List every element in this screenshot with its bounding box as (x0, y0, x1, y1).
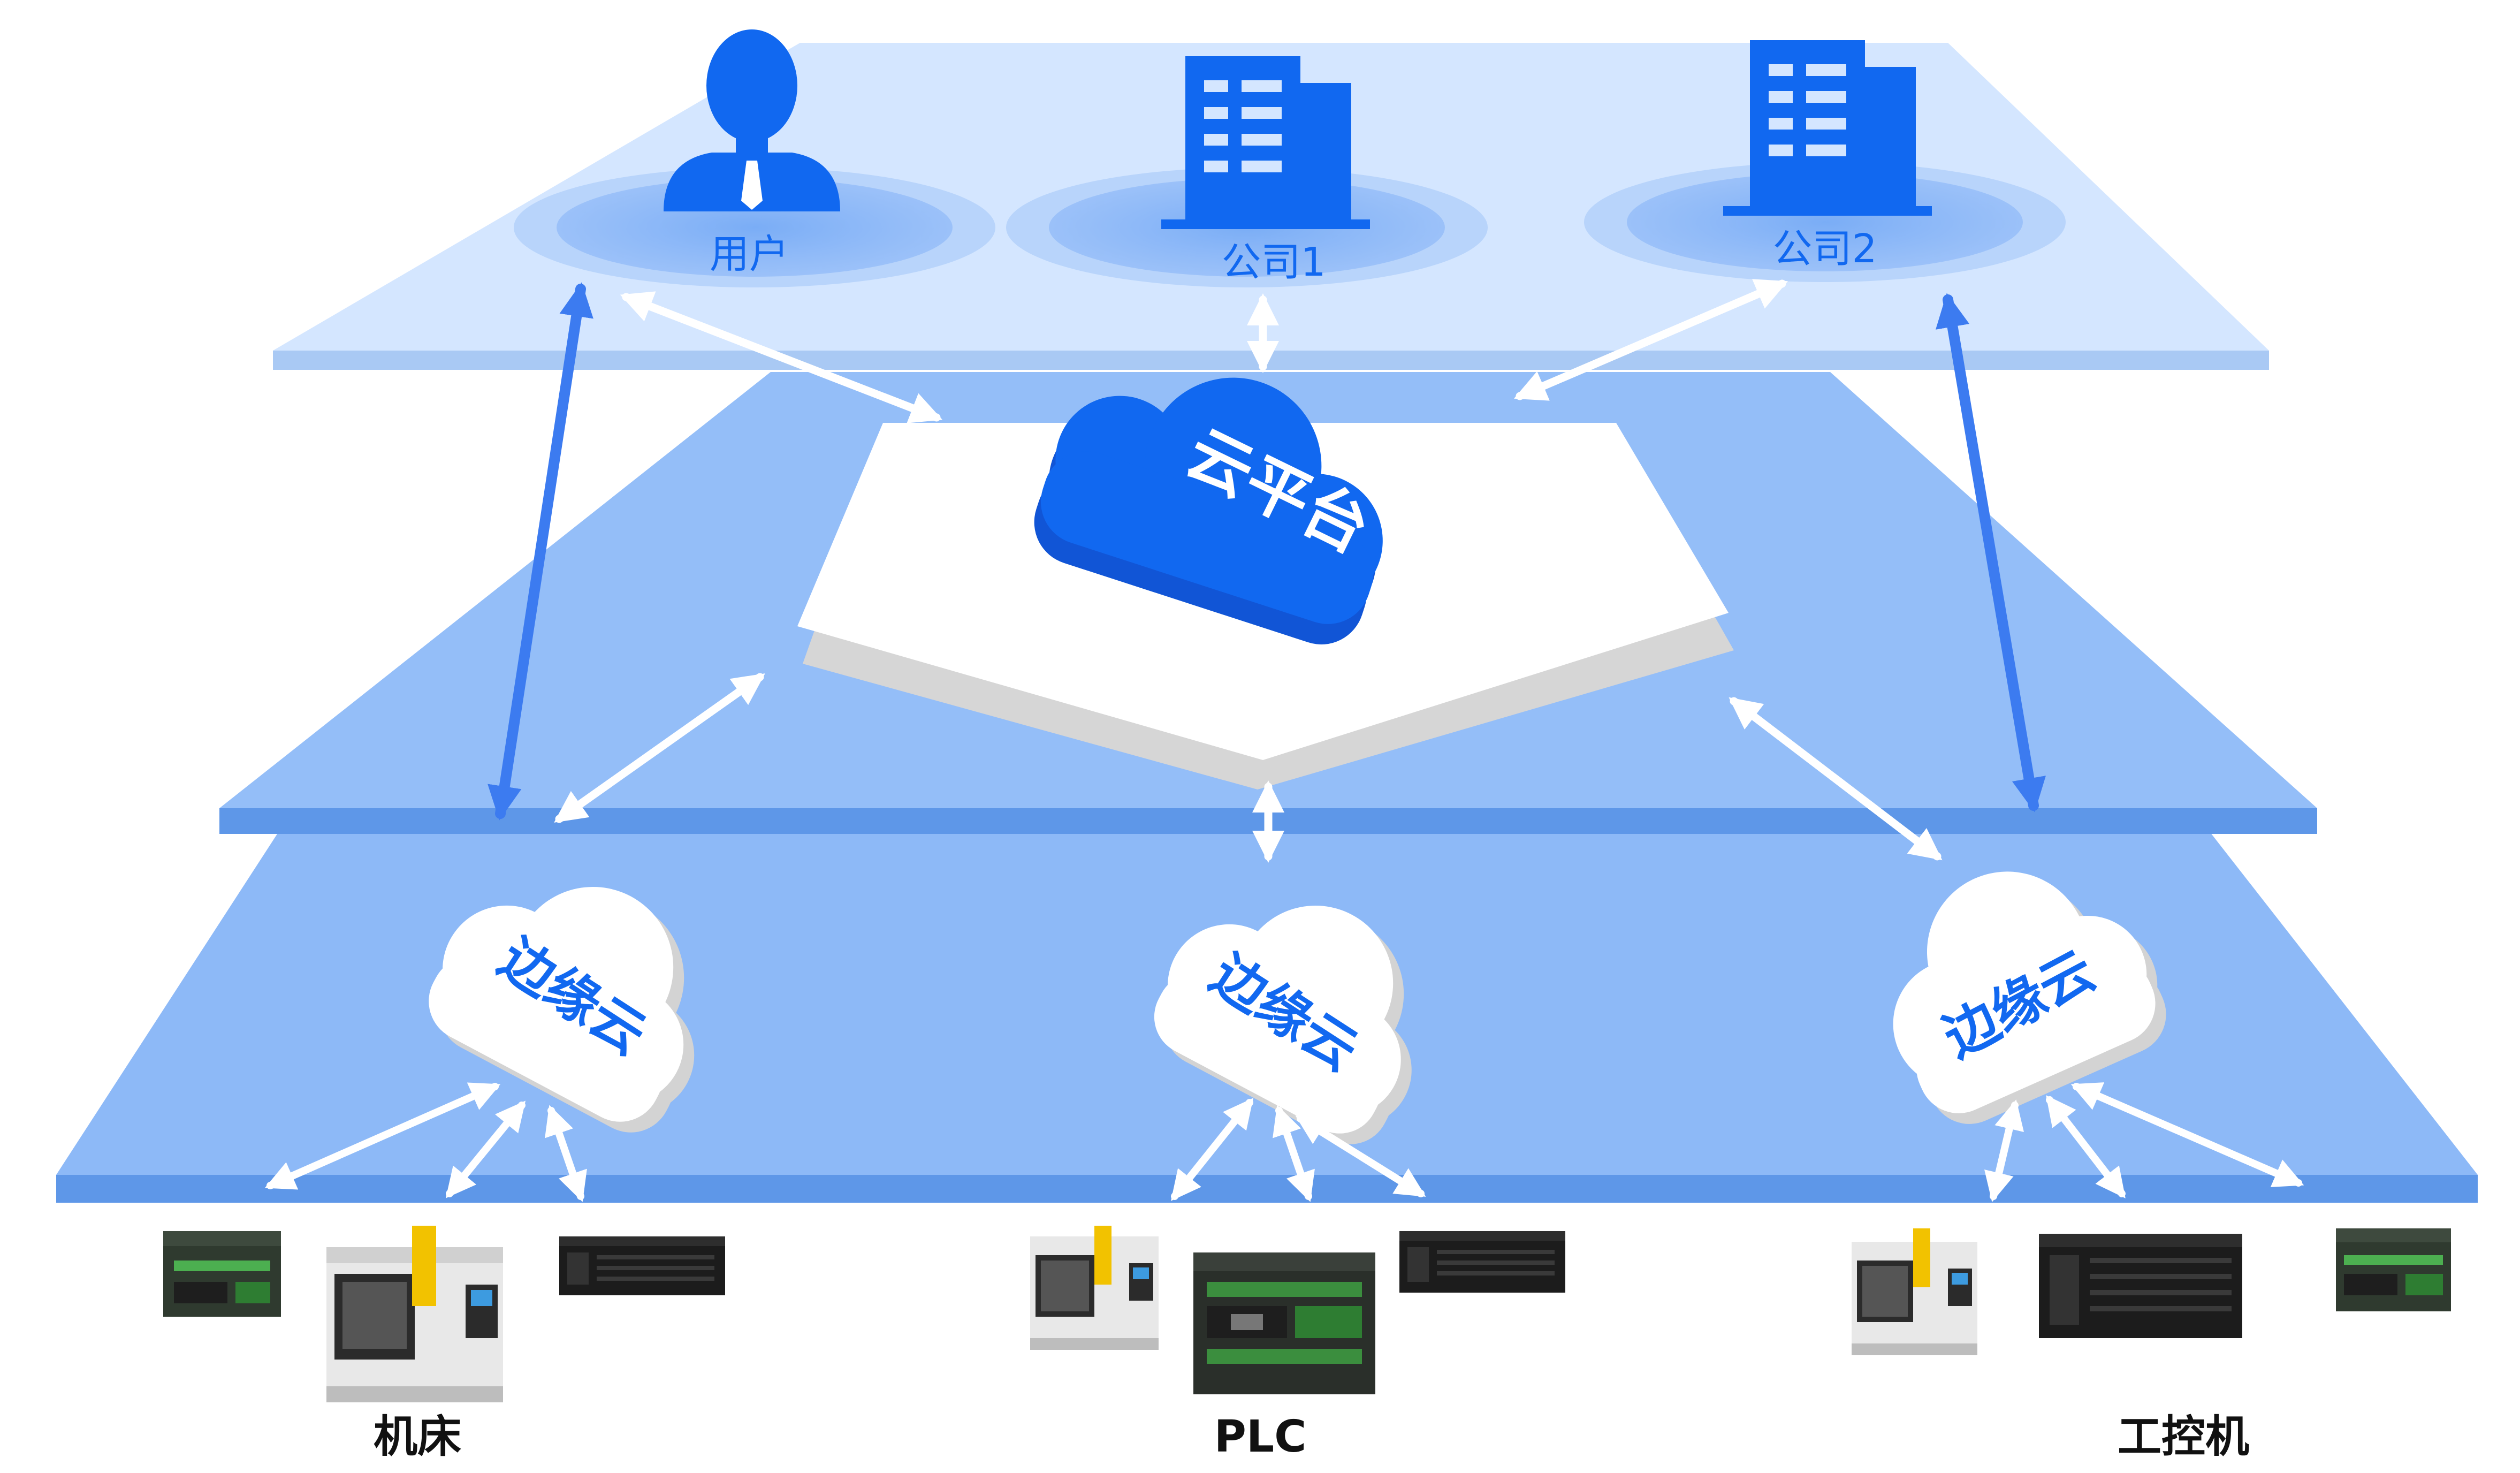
edge-cloud-3 (1893, 871, 2166, 1124)
edge-cloud-1 (429, 886, 695, 1133)
company1-label: 公司1 (1221, 239, 1326, 285)
device-group-label: 机床 (374, 1411, 461, 1462)
connection-arrows (264, 279, 2304, 1202)
plc-icon (163, 1231, 281, 1317)
industrial-pc-icon (2039, 1234, 2242, 1338)
edge-cloud-2 (1154, 905, 1412, 1144)
industrial-pc-icon (1399, 1231, 1565, 1293)
building-icon (1161, 56, 1370, 229)
person-icon (664, 29, 840, 211)
arrow-user-edge-blue (488, 282, 593, 821)
arrow-company2-platform (1513, 279, 1788, 401)
cnc-machine-icon (1852, 1228, 1977, 1355)
arrow-platform-edge1 (554, 673, 765, 823)
cloud-icon (1034, 377, 1383, 644)
arrow-user-platform (620, 291, 943, 423)
company2-label: 公司2 (1772, 226, 1877, 272)
arrow-platform-edge3 (1729, 697, 1943, 861)
arrow-company2-edge-blue (1935, 293, 2046, 813)
device-group-label: PLC (1214, 1411, 1307, 1462)
cnc-machine-icon (1030, 1226, 1159, 1350)
industrial-pc-icon (559, 1236, 725, 1295)
company2-node-base (1584, 162, 2066, 282)
cnc-machine-icon (326, 1226, 503, 1402)
building-icon (1723, 40, 1932, 216)
user-label: 用户 (710, 231, 789, 277)
plc-icon (1193, 1252, 1375, 1394)
plc-icon (2336, 1228, 2451, 1311)
device-group-label: 工控机 (2118, 1411, 2249, 1462)
user-node-base (514, 168, 995, 287)
